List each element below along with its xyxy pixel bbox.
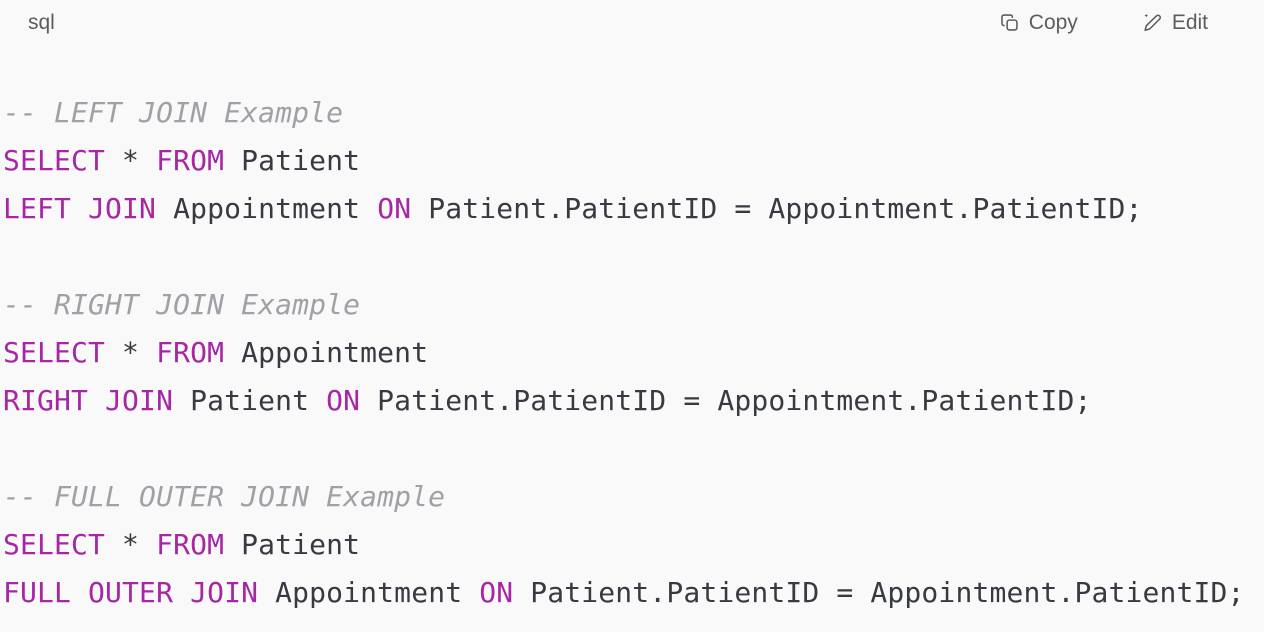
code-token-keyword: FULL OUTER JOIN xyxy=(3,576,259,609)
code-token-plain: Patient.PatientID = Appointment.PatientI… xyxy=(411,192,1143,225)
code-line xyxy=(3,233,1261,281)
code-token-keyword: FROM xyxy=(156,144,225,177)
code-line xyxy=(3,425,1261,473)
code-token-comment: -- RIGHT JOIN Example xyxy=(3,288,361,321)
edit-button-label: Edit xyxy=(1171,11,1208,34)
code-token-plain: Patient.PatientID = Appointment.PatientI… xyxy=(360,384,1092,417)
code-token-plain: Patient.PatientID = Appointment.PatientI… xyxy=(513,576,1245,609)
code-token-keyword: SELECT xyxy=(3,528,106,561)
code-token-plain: Patient xyxy=(224,528,361,561)
code-token-plain: * xyxy=(105,144,157,177)
edit-pencil-sparkle-icon xyxy=(1142,12,1163,33)
code-actions: Copy Edit xyxy=(999,12,1208,33)
copy-button-label: Copy xyxy=(1028,11,1078,34)
code-token-keyword: RIGHT JOIN xyxy=(3,384,174,417)
code-token-plain: * xyxy=(105,336,157,369)
code-token-keyword: FROM xyxy=(156,336,225,369)
code-line: SELECT * FROM Patient xyxy=(3,137,1261,185)
copy-button[interactable]: Copy xyxy=(999,12,1078,33)
code-token-comment: -- LEFT JOIN Example xyxy=(3,96,344,129)
code-line: -- FULL OUTER JOIN Example xyxy=(3,473,1261,521)
code-token-comment: -- FULL OUTER JOIN Example xyxy=(3,480,446,513)
code-line: RIGHT JOIN Patient ON Patient.PatientID … xyxy=(3,377,1261,425)
code-token-keyword: LEFT JOIN xyxy=(3,192,157,225)
code-line: -- RIGHT JOIN Example xyxy=(3,281,1261,329)
code-line: FULL OUTER JOIN Appointment ON Patient.P… xyxy=(3,569,1261,617)
copy-icon xyxy=(999,12,1020,33)
edit-button[interactable]: Edit xyxy=(1142,12,1208,33)
code-token-keyword: ON xyxy=(479,576,514,609)
code-token-plain: Appointment xyxy=(156,192,378,225)
code-line: -- LEFT JOIN Example xyxy=(3,89,1261,137)
language-label: sql xyxy=(28,11,55,34)
code-token-plain: Appointment xyxy=(258,576,480,609)
code-token-plain: Appointment xyxy=(224,336,429,369)
code-token-keyword: ON xyxy=(326,384,361,417)
code-line: LEFT JOIN Appointment ON Patient.Patient… xyxy=(3,185,1261,233)
code-token-keyword: SELECT xyxy=(3,336,106,369)
code-token-plain: Patient xyxy=(173,384,327,417)
code-token-plain: Patient xyxy=(224,144,361,177)
code-block-header: sql Copy Edit xyxy=(0,0,1264,45)
code-line: SELECT * FROM Patient xyxy=(3,521,1261,569)
code-token-keyword: ON xyxy=(377,192,412,225)
code-token-keyword: FROM xyxy=(156,528,225,561)
code-token-keyword: SELECT xyxy=(3,144,106,177)
code-token-plain: * xyxy=(105,528,157,561)
code-line: SELECT * FROM Appointment xyxy=(3,329,1261,377)
